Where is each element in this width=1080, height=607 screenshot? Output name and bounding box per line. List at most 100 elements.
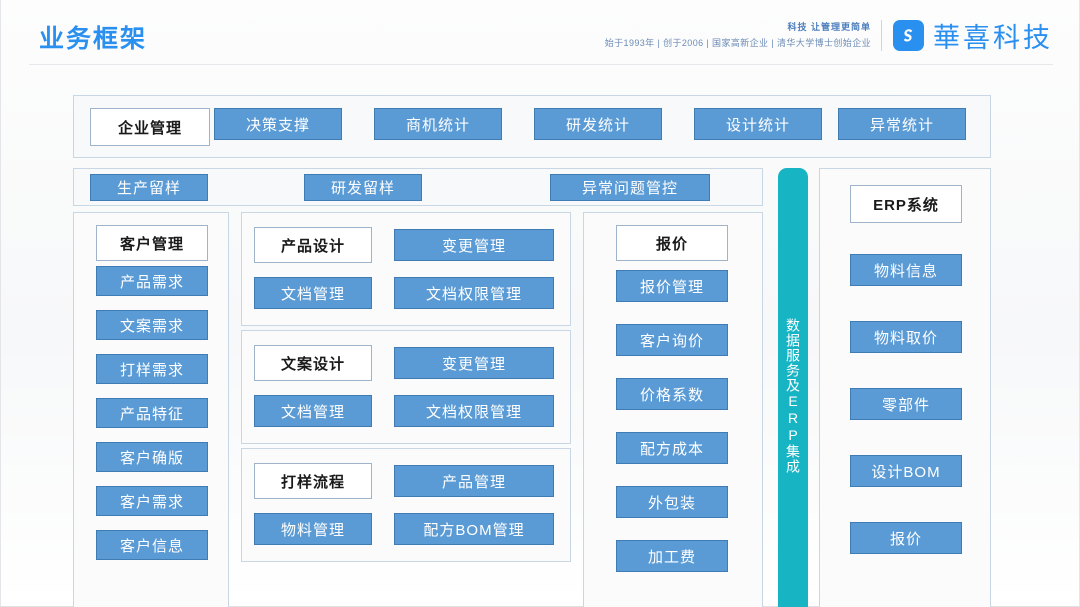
customer-item-customer-info[interactable]: 客户信息 <box>96 530 208 560</box>
customer-item-version-confirm[interactable]: 客户确版 <box>96 442 208 472</box>
chip-label: 产品特征 <box>119 405 184 423</box>
chip-label: 报价管理 <box>639 278 704 296</box>
business-framework-diagram: 企业管理 决策支撑 商机统计 研发统计 设计统计 异常统计 生产留样 <box>1 68 1080 607</box>
quotation-item-customer-inquiry[interactable]: 客户询价 <box>616 324 728 356</box>
chip-label: 设计BOM <box>871 463 941 481</box>
erp-item-components[interactable]: 零部件 <box>850 388 962 420</box>
copy-design-document-management[interactable]: 文档管理 <box>254 395 372 427</box>
retention-item-exception-control[interactable]: 异常问题管控 <box>550 174 710 201</box>
customer-item-product-requirement[interactable]: 产品需求 <box>96 266 208 296</box>
tagline-secondary: 始于1993年 | 创于2006 | 国家高新企业 | 清华大学博士创始企业 <box>604 37 871 48</box>
chip-label: 报价 <box>889 530 922 548</box>
erp-column-header[interactable]: ERP系统 <box>850 185 962 223</box>
chip-label: 客户需求 <box>119 493 184 511</box>
product-design-document-permission[interactable]: 文档权限管理 <box>394 277 554 309</box>
brand-name: 華喜科技 <box>933 22 1053 54</box>
erp-panel: ERP系统 物料信息 物料取价 零部件 设计BOM 报价 <box>819 168 991 607</box>
erp-item-material-pricing[interactable]: 物料取价 <box>850 321 962 353</box>
quotation-panel: 报价 报价管理 客户询价 价格系数 配方成本 外包装 加工费 <box>583 212 763 607</box>
customer-item-customer-requirement[interactable]: 客户需求 <box>96 486 208 516</box>
sampling-process-header[interactable]: 打样流程 <box>254 463 372 499</box>
quotation-item-formula-cost[interactable]: 配方成本 <box>616 432 728 464</box>
erp-item-quotation[interactable]: 报价 <box>850 522 962 554</box>
chip-label: 异常问题管控 <box>581 180 678 197</box>
chip-label: 文档权限管理 <box>425 403 522 421</box>
header-divider <box>29 64 1053 65</box>
quotation-item-quote-management[interactable]: 报价管理 <box>616 270 728 302</box>
chip-label: 打样需求 <box>119 361 184 379</box>
hx-swirl-logo-icon <box>893 19 924 51</box>
chip-label: 生产留样 <box>116 180 181 197</box>
chip-label: 变更管理 <box>441 355 506 373</box>
copy-design-document-permission[interactable]: 文档权限管理 <box>394 395 554 427</box>
chip-label: 变更管理 <box>441 237 506 255</box>
chip-label: 零部件 <box>881 396 930 414</box>
chip-label: 物料取价 <box>873 329 938 347</box>
chip-label: 文档管理 <box>280 403 345 421</box>
chip-label: 文案需求 <box>119 317 184 335</box>
top-item-enterprise-management[interactable]: 企业管理 <box>90 108 210 146</box>
quotation-item-price-coefficient[interactable]: 价格系数 <box>616 378 728 410</box>
chip-label: 价格系数 <box>639 386 704 404</box>
customer-item-sampling-requirement[interactable]: 打样需求 <box>96 354 208 384</box>
chip-label: 企业管理 <box>117 119 182 137</box>
brand-block: 科技 让管理更简单 始于1993年 | 创于2006 | 国家高新企业 | 清华… <box>605 13 1053 57</box>
chip-label: 加工费 <box>647 548 696 566</box>
sampling-process-group-panel: 打样流程 产品管理 物料管理 配方BOM管理 <box>241 448 571 562</box>
retention-item-production-sample[interactable]: 生产留样 <box>90 174 208 201</box>
brand-taglines: 科技 让管理更简单 始于1993年 | 创于2006 | 国家高新企业 | 清华… <box>604 19 882 51</box>
chip-label: 配方成本 <box>639 440 704 458</box>
copy-design-change-management[interactable]: 变更管理 <box>394 347 554 379</box>
top-item-design-stats[interactable]: 设计统计 <box>694 108 822 140</box>
chip-label: 研发留样 <box>330 180 395 197</box>
copy-design-header[interactable]: 文案设计 <box>254 345 372 381</box>
customer-column-header[interactable]: 客户管理 <box>96 225 208 261</box>
chip-label: 物料信息 <box>873 262 938 280</box>
sampling-formula-bom-management[interactable]: 配方BOM管理 <box>394 513 554 545</box>
page-title: 业务框架 <box>39 25 148 53</box>
customer-item-product-feature[interactable]: 产品特征 <box>96 398 208 428</box>
chip-label: 报价 <box>655 235 688 253</box>
chip-label: 产品管理 <box>441 473 506 491</box>
top-item-rd-stats[interactable]: 研发统计 <box>534 108 662 140</box>
quotation-item-outer-packaging[interactable]: 外包装 <box>616 486 728 518</box>
top-item-decision-support[interactable]: 决策支撑 <box>214 108 342 140</box>
chip-label: 异常统计 <box>869 116 934 134</box>
chip-label: 文档管理 <box>280 285 345 303</box>
chip-label: 打样流程 <box>280 473 345 491</box>
chip-label: 外包装 <box>647 494 696 512</box>
top-item-opportunity-stats[interactable]: 商机统计 <box>374 108 502 140</box>
chip-label: 配方BOM管理 <box>423 521 525 539</box>
customer-item-copy-requirement[interactable]: 文案需求 <box>96 310 208 340</box>
retention-row-panel: 生产留样 研发留样 异常问题管控 <box>73 168 763 206</box>
top-row-panel: 企业管理 决策支撑 商机统计 研发统计 设计统计 异常统计 <box>73 95 991 158</box>
slide-header: 业务框架 科技 让管理更简单 始于1993年 | 创于2006 | 国家高新企业… <box>1 0 1080 68</box>
product-design-header[interactable]: 产品设计 <box>254 227 372 263</box>
chip-label: 产品需求 <box>119 273 184 291</box>
chip-label: 决策支撑 <box>245 116 310 134</box>
sampling-product-management[interactable]: 产品管理 <box>394 465 554 497</box>
erp-item-design-bom[interactable]: 设计BOM <box>850 455 962 487</box>
quotation-item-processing-fee[interactable]: 加工费 <box>616 540 728 572</box>
sampling-material-management[interactable]: 物料管理 <box>254 513 372 545</box>
data-service-erp-band: 数据服务及ERP集成 <box>778 168 808 607</box>
product-design-change-management[interactable]: 变更管理 <box>394 229 554 261</box>
chip-label: 文档权限管理 <box>425 285 522 303</box>
chip-label: 商机统计 <box>405 116 470 134</box>
retention-item-rd-sample[interactable]: 研发留样 <box>304 174 422 201</box>
chip-label: ERP系统 <box>873 196 939 214</box>
quotation-column-header[interactable]: 报价 <box>616 225 728 261</box>
top-item-exception-stats[interactable]: 异常统计 <box>838 108 966 140</box>
chip-label: 研发统计 <box>565 116 630 134</box>
chip-label: 物料管理 <box>280 521 345 539</box>
chip-label: 文案设计 <box>280 355 345 373</box>
data-service-erp-label: 数据服务及ERP集成 <box>785 318 801 474</box>
product-design-group-panel: 产品设计 变更管理 文档管理 文档权限管理 <box>241 212 571 326</box>
product-design-document-management[interactable]: 文档管理 <box>254 277 372 309</box>
chip-label: 设计统计 <box>725 116 790 134</box>
customer-management-panel: 客户管理 产品需求 文案需求 打样需求 产品特征 客户确版 客户需求 客户信息 <box>73 212 229 607</box>
chip-label: 客户信息 <box>119 537 184 555</box>
copy-design-group-panel: 文案设计 变更管理 文档管理 文档权限管理 <box>241 330 571 444</box>
erp-item-material-info[interactable]: 物料信息 <box>850 254 962 286</box>
